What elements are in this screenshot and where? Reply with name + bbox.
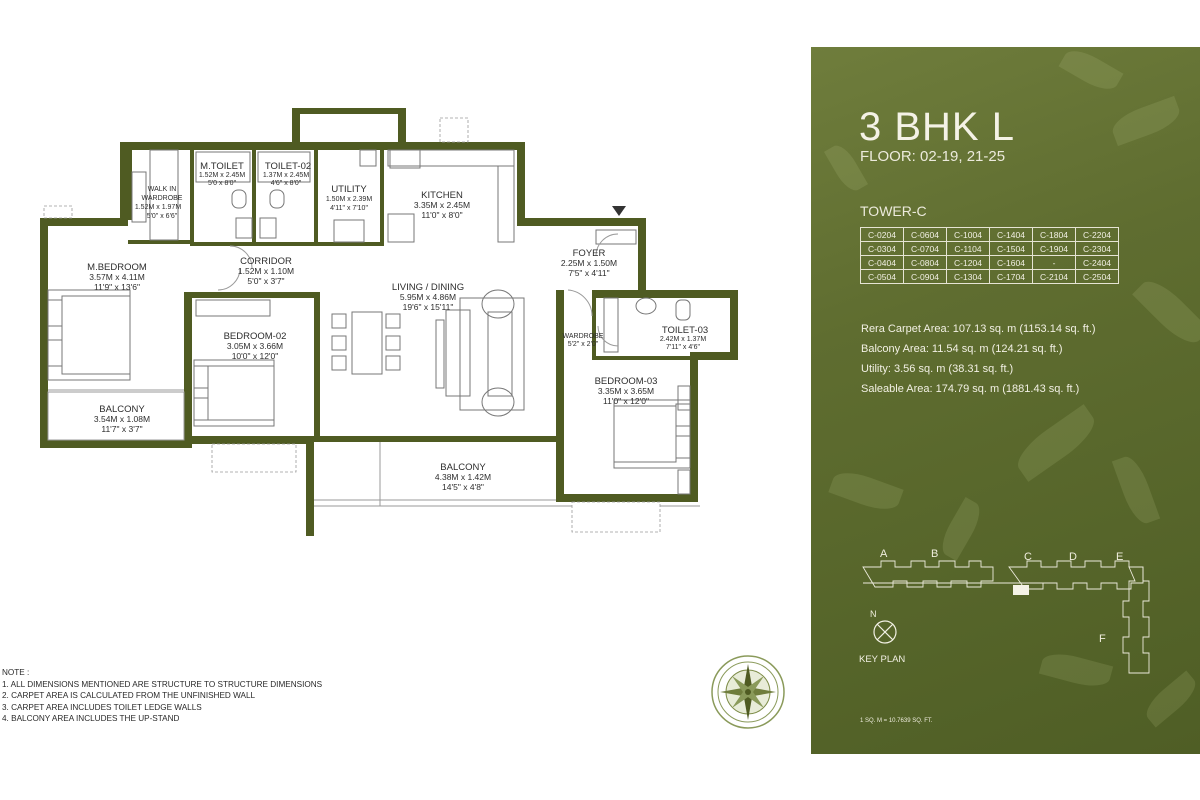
corridor-dim-ft: 5'0" x 3'7" — [247, 276, 284, 286]
info-panel: 3 BHK L FLOOR: 02-19, 21-25 TOWER-C C-02… — [811, 47, 1200, 754]
corridor-name: CORRIDOR — [240, 256, 292, 267]
unit-cell: C-2504 — [1075, 269, 1119, 284]
toilet02-dim-ft: 4'6" x 8'0" — [271, 180, 302, 187]
note-item: 3. CARPET AREA INCLUDES TOILET LEDGE WAL… — [2, 702, 202, 712]
kitchen-name: KITCHEN — [421, 190, 463, 201]
north-arrow-icon — [873, 620, 897, 644]
walkin-dim-m: 1.52M x 1.97M — [135, 204, 181, 211]
note-item: 4. BALCONY AREA INCLUDES THE UP-STAND — [2, 714, 180, 723]
foyer-dim-ft: 7'5" x 4'11" — [568, 268, 609, 278]
tower-label: TOWER-C — [860, 203, 927, 219]
toilet02-name: TOILET-02 — [265, 161, 311, 172]
walkin-dim-ft: 5'0" x 6'6" — [147, 213, 178, 220]
foyer-dim-m: 2.25M x 1.50M — [561, 258, 617, 268]
balcony-area: Balcony Area: 11.54 sq. m (124.21 sq. ft… — [861, 343, 1063, 355]
entrance-marker — [612, 206, 626, 216]
area-details: Rera Carpet Area: 107.13 sq. m (1153.14 … — [861, 319, 1096, 399]
bedroom03-dim-ft: 11'0" x 12'0" — [603, 396, 649, 406]
bedroom03-dim-m: 3.35M x 3.65M — [598, 386, 654, 396]
mbedroom-dim-m: 3.57M x 4.11M — [89, 272, 145, 282]
balcony1-dim-m: 3.54M x 1.08M — [94, 414, 150, 424]
north-label: N — [870, 609, 877, 619]
unit-number-table: C-0204 C-0604 C-1004 C-1404 C-1804 C-220… — [860, 227, 1119, 284]
bedroom02-name: BEDROOM-02 — [224, 331, 287, 342]
tower-d-label: D — [1069, 551, 1077, 563]
walkin-name1: WALK IN — [148, 186, 177, 193]
balcony2-name: BALCONY — [440, 462, 486, 473]
note-item: 2. CARPET AREA IS CALCULATED FROM THE UN… — [2, 691, 256, 700]
unit-type-title: 3 BHK L — [859, 105, 1015, 149]
table-row: C-0304 C-0704 C-1104 C-1504 C-1904 C-230… — [860, 241, 1119, 256]
furniture — [47, 149, 691, 495]
compass-icon — [711, 655, 785, 729]
living-name: LIVING / DINING — [392, 282, 464, 293]
toilet03-dim-ft: 7'11" x 4'6" — [666, 344, 700, 351]
bedroom03-name: BEDROOM-03 — [595, 376, 658, 387]
balcony1-name: BALCONY — [99, 404, 145, 415]
key-plan-diagram — [862, 560, 1150, 674]
mtoilet-dim-m: 1.52M x 2.45M — [199, 172, 245, 179]
living-dim-m: 5.95M x 4.86M — [400, 292, 456, 302]
floor-plan: .w { fill:#4f5b22; } .f { fill:none; str… — [40, 108, 785, 729]
tower-f-label: F — [1099, 633, 1106, 645]
wardrobe-name: WARDROBE — [563, 333, 604, 340]
tower-c-label: C — [1024, 551, 1032, 563]
mtoilet-dim-ft: 5'0 x 8'0" — [208, 180, 237, 187]
toilet03-name: TOILET-03 — [662, 325, 708, 336]
bedroom02-dim-m: 3.05M x 3.66M — [227, 341, 283, 351]
utility-name: UTILITY — [331, 184, 367, 195]
saleable-area: Saleable Area: 174.79 sq. m (1881.43 sq.… — [861, 383, 1080, 395]
balcony-outlines — [43, 117, 700, 533]
balcony2-dim-m: 4.38M x 1.42M — [435, 472, 491, 482]
tower-a-label: A — [880, 548, 888, 560]
room-labels: M.BEDROOM 3.57M x 4.11M 11'9" x 13'6" WA… — [87, 161, 708, 492]
bedroom02-dim-ft: 10'0" x 12'0" — [232, 351, 279, 361]
note-item: 1. ALL DIMENSIONS MENTIONED ARE STRUCTUR… — [2, 679, 323, 689]
toilet03-dim-m: 2.42M x 1.37M — [660, 336, 706, 343]
tower-e-label: E — [1116, 551, 1124, 563]
tower-b-label: B — [931, 548, 939, 560]
kitchen-dim-m: 3.35M x 2.45M — [414, 200, 470, 210]
door-swings — [217, 233, 619, 347]
unit-conversion-note: 1 SQ. M = 10.7639 SQ. FT. — [860, 718, 933, 724]
kitchen-dim-ft: 11'0" x 8'0" — [421, 210, 462, 220]
floor-range: FLOOR: 02-19, 21-25 — [860, 148, 1006, 165]
utility-dim-m: 1.50M x 2.39M — [326, 196, 372, 203]
foyer-name: FOYER — [573, 248, 606, 259]
mbedroom-dim-ft: 11'9" x 13'6" — [94, 282, 140, 292]
notes-heading: NOTE : — [2, 668, 30, 677]
walkin-name2: WARDROBE — [142, 195, 183, 202]
key-plan-label: KEY PLAN — [859, 654, 906, 665]
highlighted-unit — [1013, 585, 1029, 595]
living-dim-ft: 19'6" x 15'11" — [403, 302, 454, 312]
toilet02-dim-m: 1.37M x 2.45M — [263, 172, 309, 179]
mtoilet-name: M.TOILET — [200, 161, 244, 172]
balcony1-dim-ft: 11'7" x 3'7" — [101, 424, 142, 434]
walls — [40, 108, 738, 536]
notes: NOTE : 1. ALL DIMENSIONS MENTIONED ARE S… — [2, 667, 322, 725]
mbedroom-name: M.BEDROOM — [87, 262, 147, 273]
table-row: C-0504 C-0904 C-1304 C-1704 C-2104 C-250… — [860, 269, 1119, 284]
balcony2-dim-ft: 14'5" x 4'8" — [442, 482, 484, 492]
wardrobe-dim-ft: 5'2" x 2'0" — [568, 341, 599, 348]
table-row: C-0204 C-0604 C-1004 C-1404 C-1804 C-220… — [860, 227, 1119, 242]
utility-dim-ft: 4'11" x 7'10" — [330, 205, 368, 212]
table-row: C-0404 C-0804 C-1204 C-1604 - C-2404 — [860, 255, 1119, 270]
corridor-dim-m: 1.52M x 1.10M — [238, 266, 294, 276]
utility-area: Utility: 3.56 sq. m (38.31 sq. ft.) — [861, 363, 1014, 375]
rera-carpet-area: Rera Carpet Area: 107.13 sq. m (1153.14 … — [861, 323, 1096, 335]
